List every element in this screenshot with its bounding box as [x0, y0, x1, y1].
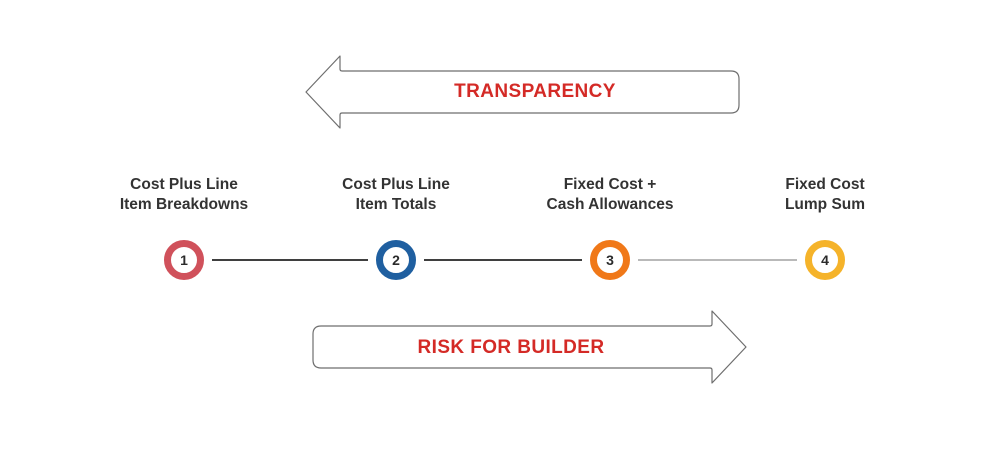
stage-4-number: 4	[821, 252, 829, 268]
risk-for-builder-arrow-shape	[312, 310, 747, 384]
connector-3-4	[638, 259, 797, 261]
stage-1-label: Cost Plus Line Item Breakdowns	[119, 176, 249, 214]
stage-4-marker[interactable]: 4	[805, 240, 845, 280]
connector-1-2	[212, 259, 368, 261]
stage-4-label: Fixed Cost Lump Sum	[784, 176, 866, 214]
stage-2-label: Cost Plus Line Item Totals	[342, 176, 450, 214]
stage-1-number: 1	[180, 252, 188, 268]
transparency-arrow-label: TRANSPARENCY	[454, 81, 616, 102]
transparency-arrow-shape	[305, 55, 740, 129]
stage-2-number: 2	[392, 252, 400, 268]
risk-for-builder-arrow	[310, 307, 750, 387]
connector-2-3	[424, 259, 582, 261]
stage-3-marker[interactable]: 3	[590, 240, 630, 280]
stage-2-marker[interactable]: 2	[376, 240, 416, 280]
risk-for-builder-arrow-label: RISK FOR BUILDER	[417, 337, 605, 358]
stage-1-marker[interactable]: 1	[164, 240, 204, 280]
stage-3-number: 3	[606, 252, 614, 268]
transparency-arrow	[303, 52, 743, 132]
stage-3-label: Fixed Cost + Cash Allowances	[546, 176, 674, 214]
